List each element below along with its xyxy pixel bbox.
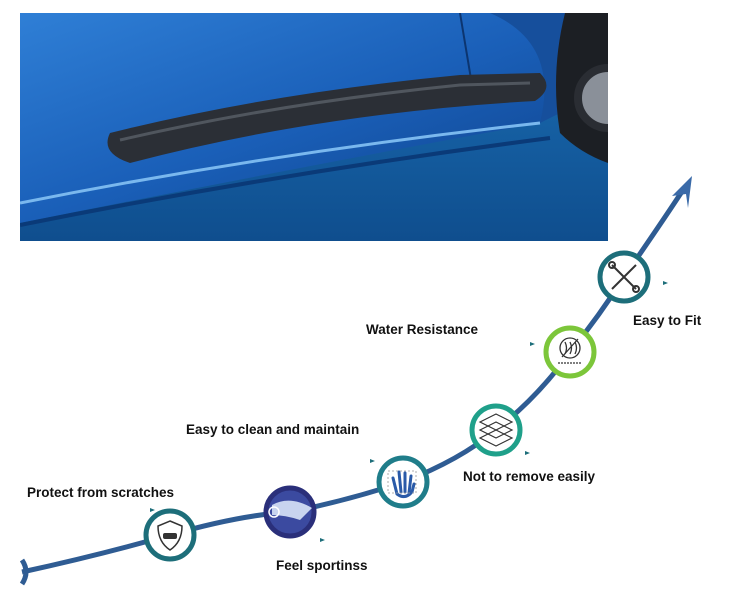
feature-label-sportiness: Feel sportinss — [276, 558, 368, 573]
feature-label-clean: Easy to clean and maintain — [186, 422, 359, 437]
arrow-head-icon — [672, 176, 692, 208]
sporty-headlight-icon — [272, 500, 312, 520]
hand-wipe-icon — [391, 470, 416, 499]
tools-icon — [608, 261, 640, 293]
curve-start-cap — [19, 558, 29, 586]
car-side-moulding-photo — [20, 13, 608, 241]
water-resistant-icon — [558, 337, 582, 364]
feature-protect-from-scratches — [143, 508, 197, 562]
feature-water-resistance — [530, 325, 597, 379]
feature-easy-to-clean — [370, 455, 430, 509]
feature-label-not-remove: Not to remove easily — [463, 469, 596, 484]
shield-car-icon — [157, 520, 183, 551]
feature-label-water: Water Resistance — [366, 322, 479, 337]
feature-not-to-remove-easily — [469, 403, 530, 457]
feature-feel-sportiness — [263, 485, 325, 542]
feature-easy-to-fit — [597, 250, 668, 304]
feature-label-fit: Easy to Fit — [633, 313, 702, 328]
layers-icon — [478, 413, 514, 447]
feature-label-protect: Protect from scratches — [27, 485, 174, 500]
progress-curve — [21, 188, 686, 575]
